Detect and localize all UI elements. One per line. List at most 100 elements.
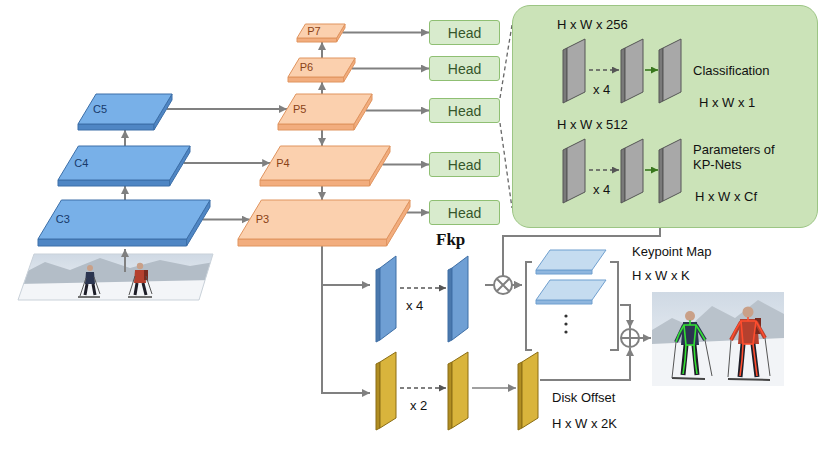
keypoint-map-stack: Keypoint Map H x W x K [522,240,728,352]
output-label: Parameters of KP-Nets [693,142,777,172]
ellipsis-dot [564,330,567,333]
operator-circle [621,329,639,347]
photo-frame [18,254,213,300]
output-label: Classification [693,63,770,78]
skeleton-line [741,321,756,344]
ski-poles [80,277,100,296]
skier-head [685,311,695,321]
output-label: Disk Offset [552,390,615,405]
feature-map [625,39,643,101]
feature-map [522,352,538,428]
flow-arrow [366,110,429,112]
head-box: Head [429,56,500,81]
pyramid-feature-map: P4 [260,146,390,186]
operator-plus [622,330,638,346]
feature-map-side [518,362,522,430]
plane-top [58,146,190,180]
flow-arrow [321,82,323,94]
input-arrow [124,249,126,272]
photo-snow [652,338,784,386]
plane-top [288,58,355,77]
plane-top [260,146,390,180]
ellipsis-dot [564,322,567,325]
flow-arrow [342,32,429,34]
output-photo [652,292,784,386]
level-name: C5 [93,103,107,116]
head-label: Head [448,157,481,173]
skier-legs [85,284,95,295]
wire [639,337,651,339]
tensor-shape: H x W x Cf [695,189,757,204]
head-label: Head [448,103,481,119]
pyramid-feature-map: P6 [288,58,355,82]
plane-front [58,180,170,186]
node-shape [78,94,172,130]
head-box: Head [429,98,500,123]
flow-arrow [183,162,270,164]
feature-map-side [448,268,452,342]
feature-map-side [563,148,567,203]
repeat-count: x 4 [593,82,610,97]
photo-sky [18,254,214,301]
keypoint-map-edge [536,300,592,304]
pyramid-feature-map: P7 [297,24,345,42]
operator-cross [497,279,509,291]
skis [128,296,152,298]
level-name: P6 [300,61,313,74]
skis [78,296,100,298]
output-label: Keypoint Map [632,244,712,259]
flow-arrow [407,212,429,214]
skier-head [743,307,754,318]
input-photo [18,254,214,301]
flow-arrow [352,68,429,70]
tensor-shape: H x W x 512 [557,117,628,132]
feature-map-side [563,48,567,103]
feature-map-side [376,362,380,430]
feature-map [380,256,396,340]
skier-legs [683,345,697,375]
node-shape [513,6,817,227]
skeleton-line [676,325,705,342]
wire [540,348,630,380]
plane-top [38,200,210,239]
feature-map-side [376,268,380,342]
plane-front [297,38,337,42]
tensor-shape: H x W x K [632,268,690,283]
plane-front [38,239,187,246]
zoom-callout-line [500,25,512,208]
tensor-shape: H x W x 1 [699,95,755,110]
plane-top [78,94,172,124]
flow-arrow [321,186,323,200]
level-name: P5 [293,103,306,116]
feature-name: Fkp [436,230,465,250]
plane-front [260,180,370,186]
skier-legs [135,283,146,295]
layer-arrow [645,69,658,71]
level-name: P3 [256,213,269,226]
repeat-count: x 4 [406,298,423,313]
plane-top [278,94,372,124]
keypoint-map-edge [536,270,592,274]
backpack [144,270,148,280]
operator-circle [494,276,512,294]
skier-legs [740,344,757,377]
skier-arms [676,325,705,342]
level-name: C4 [74,157,88,170]
ellipsis-dot [564,314,567,317]
feature-map [625,139,643,201]
disk-offset-branch: x 2Disk OffsetH x W x 2K [370,346,640,440]
pose-skeleton [731,317,765,376]
skier-head [87,265,93,271]
plane-front [78,124,154,130]
pose-skeleton [676,320,705,374]
head-box: Head [429,152,500,177]
backbone-feature-map: C3 [38,200,210,246]
head-label: Head [448,205,481,221]
bracket [610,262,618,350]
flow-arrow [321,130,323,146]
plane-top [297,24,345,38]
node-shape [278,94,372,130]
skis [728,379,770,380]
flow-arrow [322,246,370,285]
skeleton-line [694,345,697,374]
